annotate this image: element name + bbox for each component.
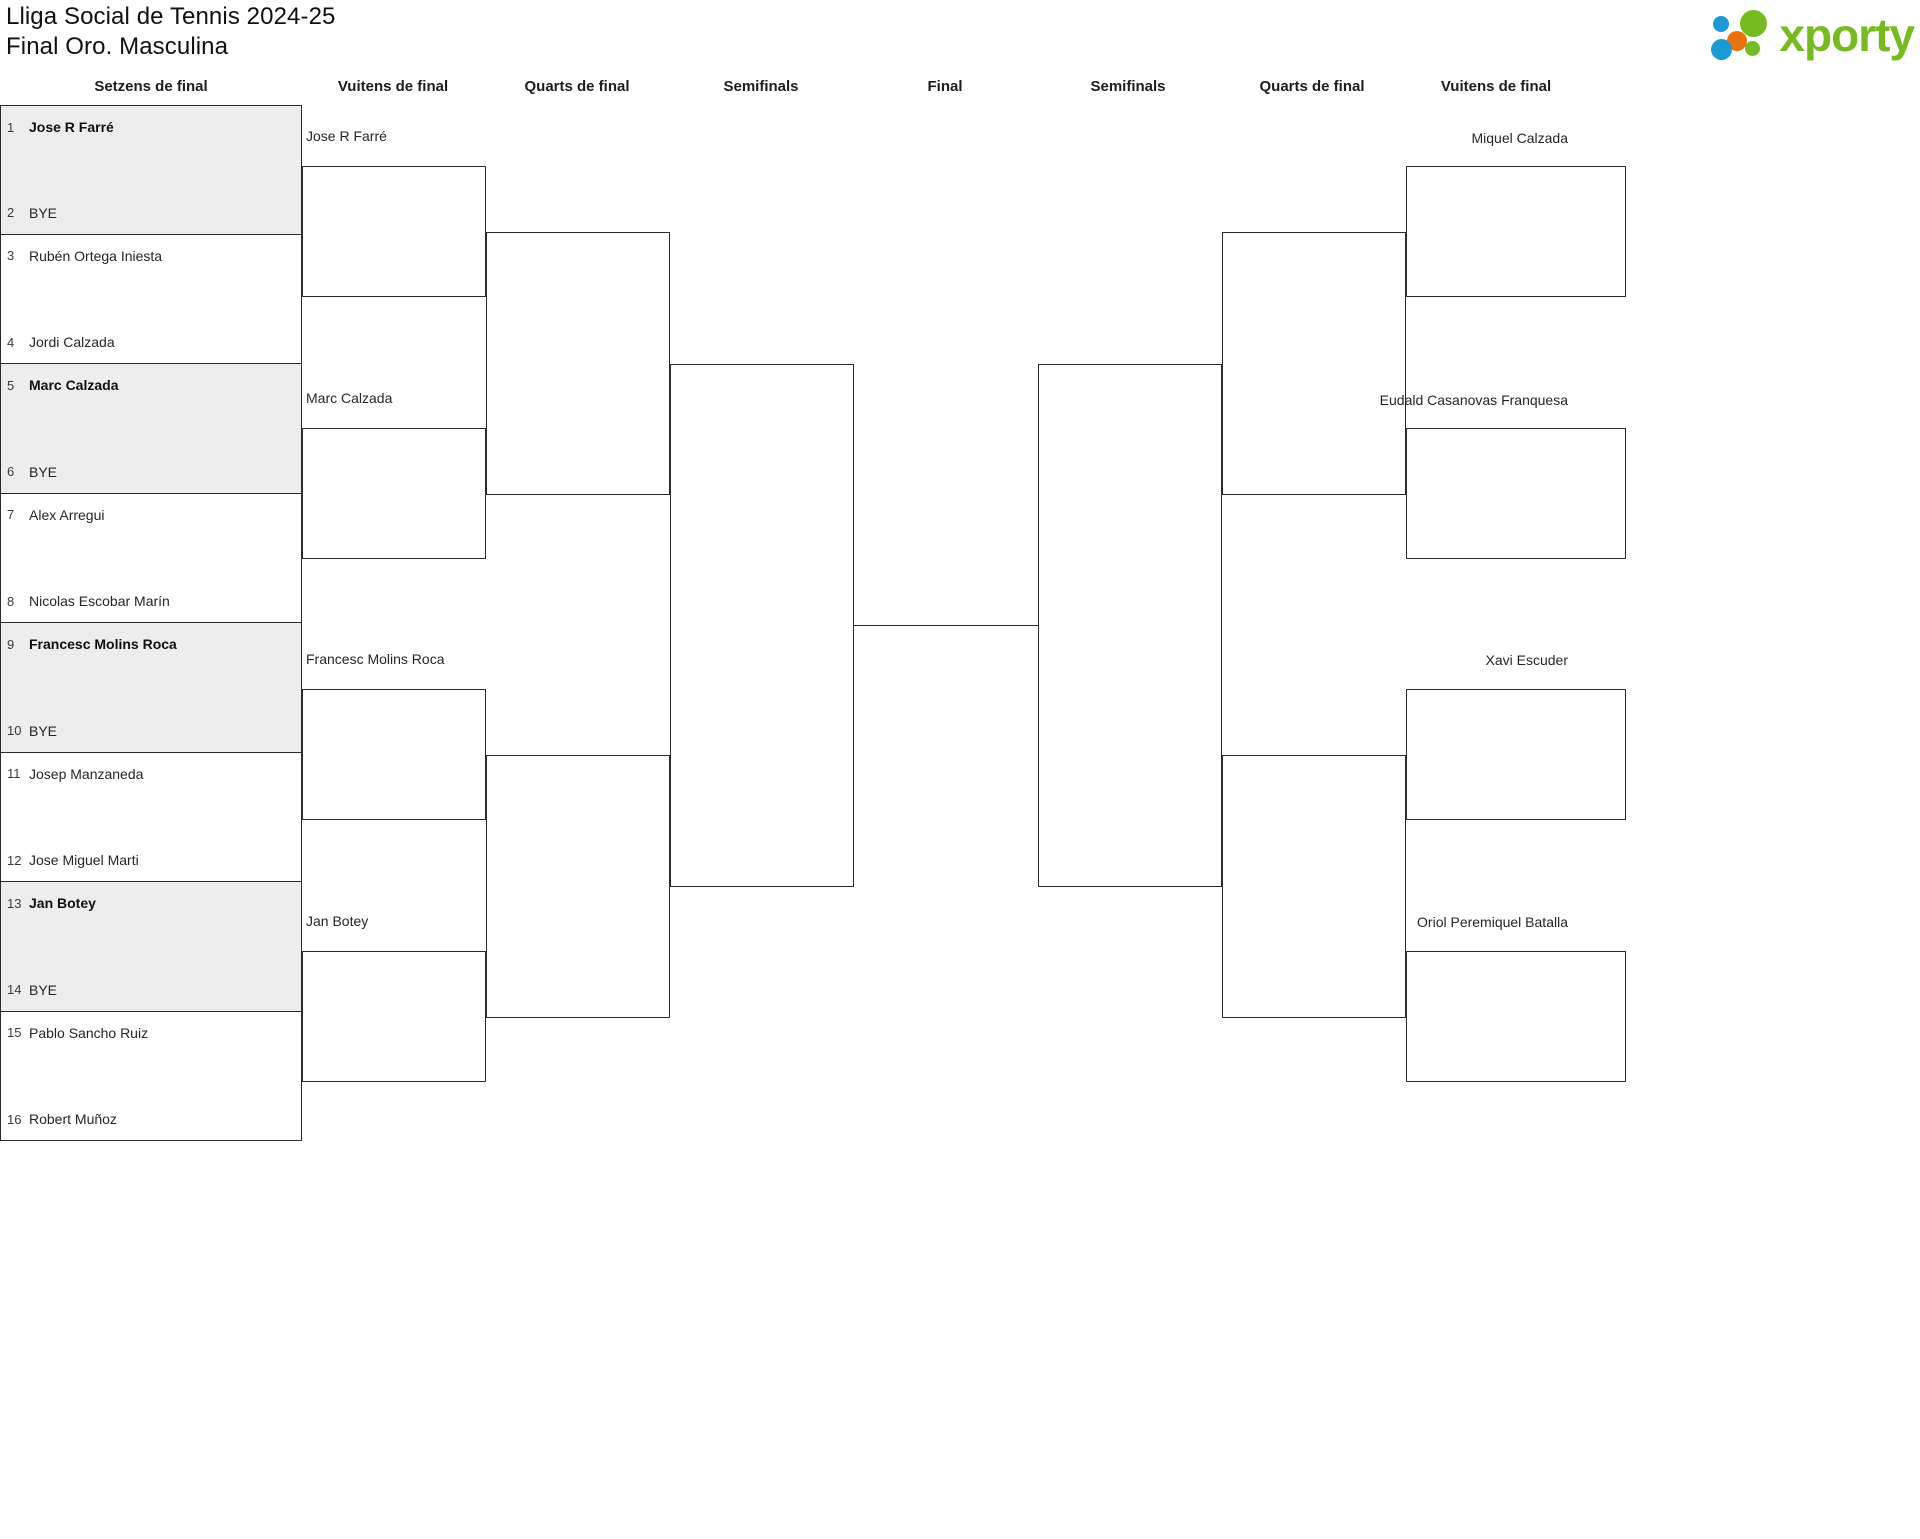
seed-number: 15 — [7, 1025, 22, 1040]
title-line-2: Final Oro. Masculina — [6, 33, 229, 60]
seed-number: 16 — [7, 1111, 22, 1127]
round-header-4: Final — [927, 78, 963, 95]
seed-number: 14 — [7, 982, 22, 997]
player-name: Jordi Calzada — [29, 334, 115, 350]
seed-slot[interactable]: 4 Jordi Calzada — [1, 331, 301, 353]
seed-slot[interactable]: 7 Alex Arregui — [1, 504, 301, 526]
seed-slot[interactable]: 6 BYE — [1, 461, 301, 483]
round-header-1: Vuitens de final — [337, 78, 449, 95]
bracket-box-r2 — [302, 689, 486, 820]
seed-number: 5 — [7, 377, 15, 393]
seed-pair[interactable]: 9 Francesc Molins Roca 10 BYE — [0, 623, 302, 753]
bracket-box-r2-right — [1406, 951, 1626, 1082]
bracket-box-r2-right — [1406, 428, 1626, 559]
logo-wordmark: xporty — [1779, 9, 1915, 61]
player-name: Pablo Sancho Ruiz — [29, 1024, 149, 1041]
seed-number: 7 — [7, 507, 15, 522]
bracket-box-r3 — [486, 232, 670, 495]
seed-number: 6 — [7, 464, 15, 479]
seed-pair[interactable]: 11 Josep Manzaneda 12 Jose Miguel Marti — [0, 752, 302, 882]
seed-number: 2 — [7, 205, 15, 220]
seed-pair[interactable]: 7 Alex Arregui 8 Nicolas Escobar Marín — [0, 493, 302, 623]
round-header-5: Semifinals — [1090, 78, 1166, 95]
player-name: Marc Calzada — [29, 377, 119, 393]
player-name: Francesc Molins Roca — [29, 636, 177, 652]
round-header-7: Vuitens de final — [1440, 78, 1552, 95]
round-header-3: Semifinals — [723, 78, 799, 95]
advancing-player-name: Oriol Peremiquel Batalla — [1417, 914, 1568, 930]
player-name: Rubén Ortega Iniesta — [29, 247, 163, 264]
player-name: Josep Manzaneda — [29, 765, 144, 782]
bracket-box-r4 — [670, 364, 854, 887]
seed-number: 4 — [7, 334, 15, 350]
bracket-box-r2 — [302, 951, 486, 1082]
advancing-player-name: Eudald Casanovas Franquesa — [1379, 392, 1568, 408]
player-name: Jose R Farré — [29, 119, 114, 135]
player-name: BYE — [29, 463, 58, 480]
player-name: Alex Arregui — [29, 506, 105, 523]
bracket-box-r3 — [486, 755, 670, 1018]
seed-number: 13 — [7, 895, 22, 911]
seed-number: 3 — [7, 248, 15, 263]
player-name: Nicolas Escobar Marín — [29, 593, 170, 609]
seed-slot[interactable]: 12 Jose Miguel Marti — [1, 849, 301, 871]
seed-slot[interactable]: 16 Robert Muñoz — [1, 1108, 301, 1130]
advancing-player-name: Jan Botey — [306, 913, 369, 929]
seed-pair[interactable]: 15 Pablo Sancho Ruiz 16 Robert Muñoz — [0, 1011, 302, 1141]
seed-number: 1 — [7, 119, 15, 135]
bracket-box-r3-right — [1222, 755, 1406, 1018]
advancing-player-name: Marc Calzada — [306, 390, 393, 406]
seed-number: 11 — [7, 766, 21, 781]
player-name: Robert Muñoz — [29, 1111, 117, 1127]
seed-slot[interactable]: 8 Nicolas Escobar Marín — [1, 590, 301, 612]
seed-slot[interactable]: 13 Jan Botey — [1, 892, 301, 914]
advancing-player-name: Jose R Farré — [306, 128, 387, 144]
seed-pair[interactable]: 3 Rubén Ortega Iniesta 4 Jordi Calzada — [0, 234, 302, 364]
seed-number: 9 — [7, 636, 15, 652]
xporty-logo: xporty — [1711, 6, 1915, 64]
title-line-1: Lliga Social de Tennis 2024-25 — [6, 3, 336, 30]
round-header-0: Setzens de final — [94, 78, 208, 95]
advancing-player-name: Francesc Molins Roca — [306, 651, 445, 667]
seed-pair[interactable]: 5 Marc Calzada 6 BYE — [0, 364, 302, 494]
seed-pair[interactable]: 1 Jose R Farré 2 BYE — [0, 105, 302, 235]
seed-slot[interactable]: 10 BYE — [1, 720, 301, 742]
bracket-box-r2 — [302, 166, 486, 297]
seed-number: 8 — [7, 593, 15, 609]
bracket-box-r2-right — [1406, 166, 1626, 297]
seed-number: 10 — [7, 723, 22, 738]
bracket-box-r2 — [302, 428, 486, 559]
seed-number: 12 — [7, 852, 22, 868]
player-name: Jose Miguel Marti — [29, 852, 139, 868]
seed-slot[interactable]: 14 BYE — [1, 979, 301, 1001]
seed-pair[interactable]: 13 Jan Botey 14 BYE — [0, 882, 302, 1012]
player-name: Jan Botey — [29, 895, 96, 911]
bracket-box-r3-right — [1222, 232, 1406, 495]
round-header-2: Quarts de final — [524, 78, 630, 95]
player-name: BYE — [29, 722, 58, 739]
advancing-player-name: Xavi Escuder — [1485, 652, 1568, 668]
seed-slot[interactable]: 9 Francesc Molins Roca — [1, 633, 301, 655]
connector-line — [854, 625, 1038, 626]
seed-slot[interactable]: 2 BYE — [1, 202, 301, 224]
seed-slot[interactable]: 5 Marc Calzada — [1, 374, 301, 396]
advancing-player-name: Miquel Calzada — [1471, 130, 1569, 146]
player-name: BYE — [29, 981, 58, 998]
seed-slot[interactable]: 15 Pablo Sancho Ruiz — [1, 1022, 301, 1044]
logo-dots-icon — [1711, 10, 1773, 60]
round-header-6: Quarts de final — [1259, 78, 1365, 95]
seed-slot[interactable]: 1 Jose R Farré — [1, 116, 301, 138]
seed-slot[interactable]: 3 Rubén Ortega Iniesta — [1, 245, 301, 267]
page-title: Lliga Social de Tennis 2024-25 Final Oro… — [6, 2, 335, 62]
bracket-box-r4-right — [1038, 364, 1222, 887]
seed-slot[interactable]: 11 Josep Manzaneda — [1, 763, 301, 785]
bracket-box-r2-right — [1406, 689, 1626, 820]
player-name: BYE — [29, 204, 58, 221]
